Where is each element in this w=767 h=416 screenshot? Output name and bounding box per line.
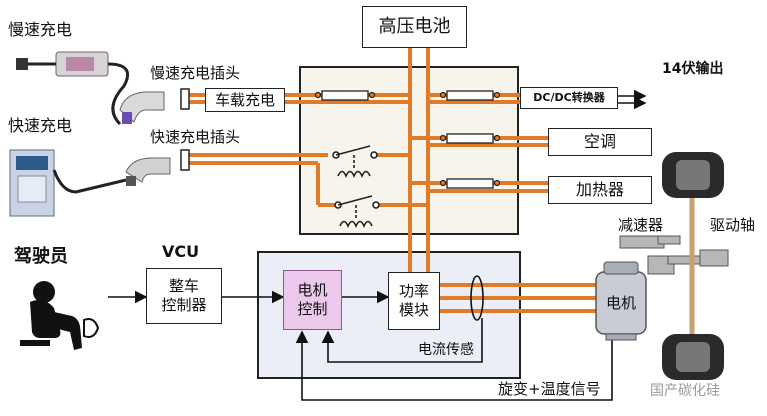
fast-plug-handle bbox=[125, 157, 171, 186]
vehicle-controller-line1: 整车 bbox=[168, 277, 199, 296]
power-module-line2: 模块 bbox=[398, 301, 429, 319]
onboard-charger-label: 车载充电 bbox=[214, 90, 275, 109]
air-conditioner-box: 空调 bbox=[548, 128, 652, 156]
slow-charge-label: 慢速充电 bbox=[8, 20, 73, 39]
motor-controller-line2: 控制 bbox=[297, 300, 328, 318]
contactor-upper bbox=[332, 145, 378, 178]
driver-label: 驾驶员 bbox=[14, 246, 68, 267]
motor-controller-box: 电机 控制 bbox=[283, 270, 342, 330]
motor-label: 电机 bbox=[606, 294, 637, 312]
dcdc-converter-label: DC/DC转换器 bbox=[533, 91, 605, 105]
contactor-lower bbox=[334, 195, 380, 228]
reducer-gear-icon bbox=[619, 235, 729, 275]
fast-charger-icon bbox=[9, 149, 127, 217]
vehicle-controller-line2: 控制器 bbox=[161, 296, 207, 314]
current-sense-label: 电流传感 bbox=[418, 342, 474, 358]
vehicle-controller-box: 整车 控制器 bbox=[146, 268, 222, 324]
onboard-charger-box: 车载充电 bbox=[205, 88, 285, 112]
heater-label: 加热器 bbox=[575, 180, 624, 199]
dcdc-converter-box: DC/DC转换器 bbox=[520, 87, 618, 109]
power-module-box: 功率 模块 bbox=[388, 272, 440, 330]
fuse-terminals bbox=[314, 91, 501, 187]
drive-shaft-label: 驱动轴 bbox=[710, 216, 756, 234]
resolver-temp-feedback bbox=[295, 330, 613, 401]
vcu-label: VCU bbox=[162, 242, 200, 261]
current-sense-feedback bbox=[321, 318, 483, 363]
output-14v-label: 14伏输出 bbox=[662, 61, 724, 77]
slow-plug-handle bbox=[119, 91, 165, 124]
hv-wiring bbox=[188, 48, 604, 313]
driver-icon bbox=[20, 281, 100, 350]
hv-battery-label: 高压电池 bbox=[378, 15, 451, 37]
power-module-line1: 功率 bbox=[398, 282, 429, 301]
fast-plug-label: 快速充电插头 bbox=[150, 128, 241, 146]
slow-charger-icon bbox=[16, 51, 129, 126]
plug-sockets bbox=[180, 88, 190, 171]
hv-battery-box: 高压电池 bbox=[362, 6, 467, 48]
motor-icon bbox=[595, 261, 647, 341]
heater-box: 加热器 bbox=[548, 176, 652, 204]
drive-shaft-icon bbox=[662, 152, 724, 380]
fuses bbox=[321, 90, 494, 189]
fast-charge-label: 快速充电 bbox=[8, 116, 73, 135]
air-conditioner-label: 空调 bbox=[583, 132, 616, 151]
current-sensor-coil bbox=[470, 275, 484, 321]
reducer-label: 减速器 bbox=[618, 216, 664, 234]
motor-controller-line1: 电机 bbox=[297, 281, 328, 300]
watermark-text: 国产碳化硅 bbox=[650, 383, 720, 399]
resolver-temp-label: 旋变+温度信号 bbox=[498, 380, 601, 398]
slow-plug-label: 慢速充电插头 bbox=[150, 64, 241, 82]
